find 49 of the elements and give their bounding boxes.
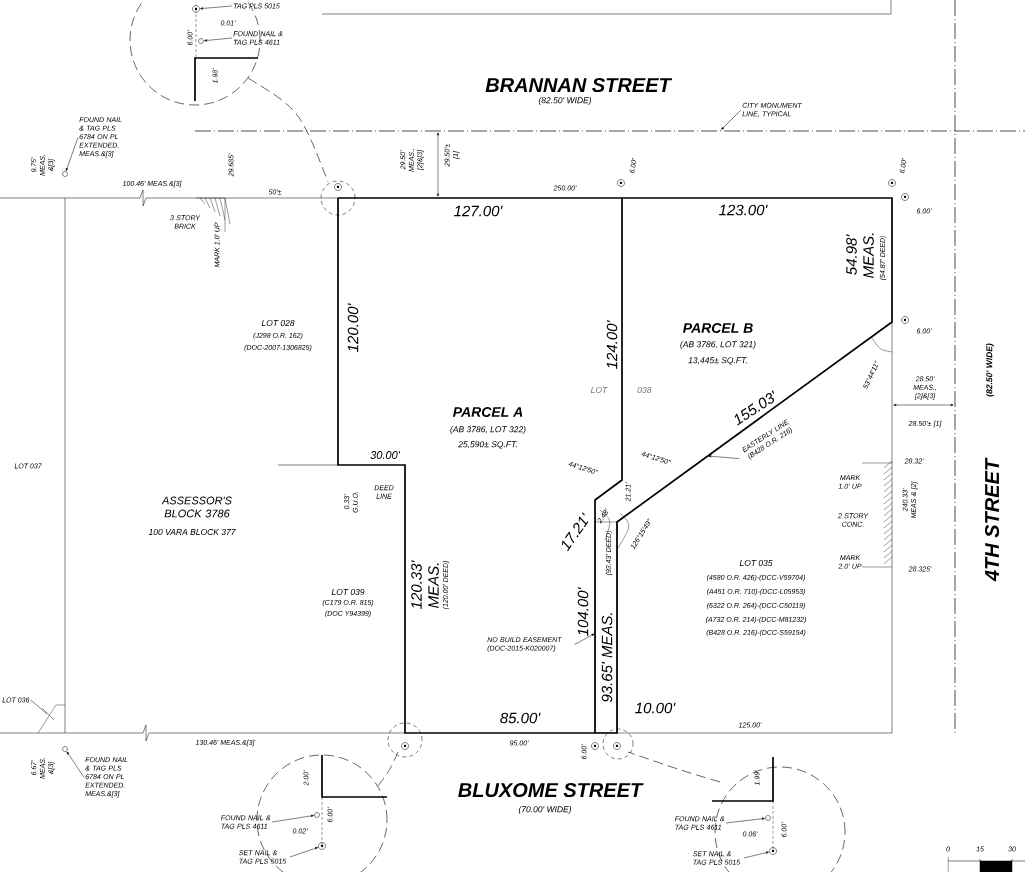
dimension-label: 124.00': [606, 320, 618, 369]
parcel-area: 13,445± SQ.FT.: [688, 357, 747, 365]
leader-line: [65, 137, 79, 171]
street-width: (82.50' WIDE): [986, 343, 994, 397]
leader-line: [271, 814, 314, 823]
nail-symbol: [314, 812, 320, 818]
parcel-label: PARCEL A: [453, 407, 523, 417]
lot-label: LOT 028: [261, 320, 295, 326]
leader-line: [66, 751, 85, 778]
block-label: ASSESSOR'S BLOCK 3786: [161, 496, 232, 518]
street-width: (70.00' WIDE): [518, 806, 572, 814]
leader-line: [200, 5, 233, 10]
street-name: BLUXOME STREET: [458, 782, 644, 798]
leader-line: [708, 455, 740, 459]
dimension-label: 120.00': [347, 303, 359, 352]
nail-symbol: [765, 815, 771, 821]
parcel-area: 25,590± SQ.FT.: [458, 441, 517, 449]
nail-symbol: [62, 171, 68, 177]
leader-line: [289, 847, 319, 858]
nail-symbol: [198, 38, 204, 44]
leader-line: [721, 109, 742, 130]
dimension-label: 104.00': [577, 587, 589, 636]
leader-line: [743, 851, 769, 859]
monument-symbol: [769, 847, 777, 855]
block-label: 100 VARA BLOCK 377: [148, 529, 236, 535]
lot-label: LOT 039: [331, 589, 365, 595]
parcel-reference: (AB 3786, LOT 321): [680, 341, 756, 349]
lot-label: LOT 035: [739, 560, 773, 566]
dimension-label: 120.33' MEAS.: [411, 560, 439, 609]
monument-symbol: [318, 842, 326, 850]
dimension-label: 10.00': [635, 702, 676, 714]
monument-symbol: [192, 5, 200, 13]
dimension-label: 30.00': [370, 451, 401, 459]
leader-line: [574, 633, 595, 645]
leader-line: [725, 817, 765, 824]
dimension-label: 127.00': [454, 205, 503, 217]
dimension-label: 93.65' MEAS.: [601, 613, 613, 703]
street-width: (82.50' WIDE): [538, 97, 592, 105]
lot-label: LOT 038: [590, 387, 652, 393]
leader-line: [30, 699, 48, 715]
street-name: 4TH STREET: [984, 457, 1000, 582]
parcel-reference: (AB 3786, LOT 322): [450, 426, 526, 434]
parcel-label: PARCEL B: [683, 323, 753, 333]
street-name: BRANNAN STREET: [485, 77, 673, 93]
nail-symbol: [62, 746, 68, 752]
dimension-label: 54.98' MEAS.: [846, 233, 874, 278]
dimension-label: 123.00': [719, 204, 768, 216]
leader-line: [204, 37, 233, 42]
dimension-label: 85.00': [500, 712, 541, 724]
